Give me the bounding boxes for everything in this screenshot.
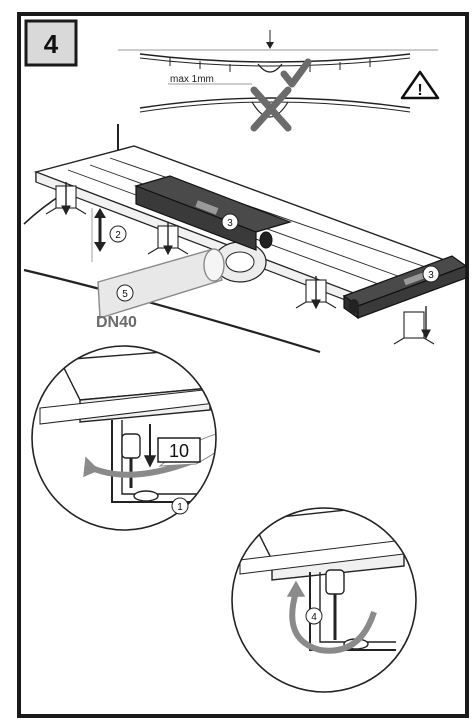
- warning-symbol: !: [417, 82, 422, 99]
- callout-height-number: 2: [115, 230, 121, 241]
- floor-line-lower: [23, 268, 321, 354]
- callout-pipe: [116, 284, 134, 302]
- turns-box: [157, 437, 201, 463]
- pipe-end: [203, 248, 225, 282]
- down-arrow-icon: [163, 245, 173, 256]
- turns-count: 10: [169, 441, 189, 461]
- outlet-correct: [257, 63, 283, 73]
- callout-nut-number: 1: [177, 502, 183, 513]
- step-badge: 4: [24, 19, 78, 67]
- foot-2: [147, 222, 189, 256]
- callout-level-right: [422, 265, 440, 283]
- zoom-circle-1: [31, 345, 217, 531]
- profile-correct: [139, 53, 411, 63]
- profile-ribs: [169, 58, 371, 72]
- up-arrow-icon: [94, 208, 106, 218]
- rotate-arrow-icon: [289, 591, 377, 654]
- callout-screw: [305, 607, 323, 625]
- height-adjust-indicator: 2: [91, 208, 127, 262]
- callout-pipe-number: 5: [122, 289, 128, 300]
- spirit-level-left: 3: [134, 175, 292, 251]
- bracket: [111, 420, 198, 503]
- gap-arrow-head: [266, 42, 274, 49]
- callout-level-left: [221, 213, 239, 231]
- callout-screw-number: 4: [311, 612, 317, 623]
- tolerance-detail: max 1mm !: [118, 30, 440, 132]
- down-arrow-icon: [94, 242, 106, 252]
- profile-incorrect: [139, 97, 411, 109]
- checkmark-icon: [280, 58, 312, 88]
- foot-4: [393, 306, 435, 345]
- nut: [133, 490, 159, 502]
- down-arrow-icon: [421, 329, 431, 340]
- profile-correct-inner: [139, 57, 411, 67]
- down-arrow-icon: [61, 205, 71, 216]
- pipe-body: [97, 249, 223, 319]
- profile-incorrect-inner: [139, 101, 411, 113]
- cross-icon: [250, 86, 292, 132]
- step-box: [24, 19, 78, 67]
- drain-pipe: 5 DN40: [96, 248, 225, 331]
- pipe-label: DN40: [96, 314, 137, 331]
- callout-level-left-number: 3: [227, 218, 233, 229]
- foot-1: [45, 182, 87, 216]
- down-arrow-icon: [311, 299, 321, 310]
- bolt-head: [121, 433, 141, 459]
- nut-adjust-detail: 10 1: [31, 345, 217, 531]
- callout-level-right-number: 3: [428, 270, 434, 281]
- callout-height: [109, 225, 127, 243]
- warning-triangle-icon: !: [400, 70, 440, 100]
- spirit-level-right: 3: [342, 255, 468, 320]
- bracket: [309, 572, 396, 651]
- outlet-incorrect: [251, 101, 289, 118]
- step-number: 4: [44, 29, 59, 59]
- foot-3: [295, 276, 337, 310]
- tolerance-label: max 1mm: [170, 74, 214, 85]
- adjustable-feet: [45, 182, 435, 345]
- screw-adjust-detail: 4: [231, 507, 417, 693]
- screw-head: [325, 569, 345, 595]
- rotate-arrow-icon: [90, 459, 192, 478]
- zoom-circle-2: [231, 507, 417, 693]
- callout-nut: [171, 497, 189, 515]
